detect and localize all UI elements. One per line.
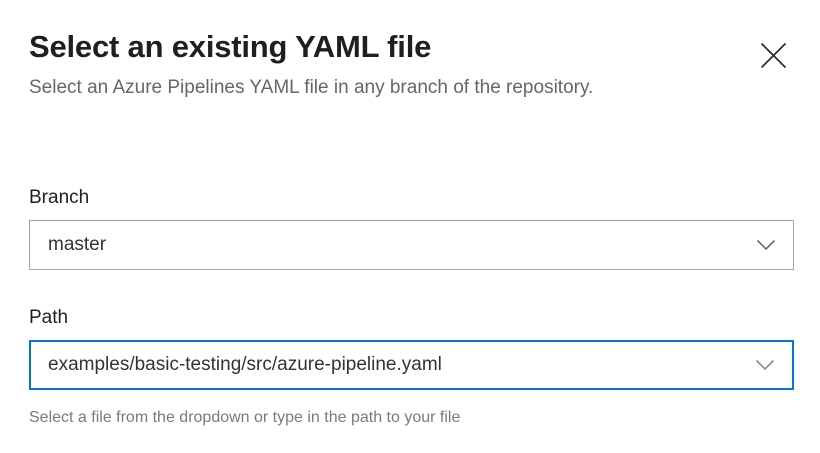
dialog-header: Select an existing YAML file Select an A… [29, 28, 769, 102]
close-button[interactable] [749, 31, 797, 79]
branch-dropdown[interactable] [29, 220, 794, 270]
page-title: Select an existing YAML file [29, 29, 432, 64]
branch-input[interactable] [30, 232, 793, 258]
dialog-subtitle: Select an Azure Pipelines YAML file in a… [29, 77, 594, 98]
chevron-down-icon[interactable] [752, 352, 778, 378]
chevron-down-icon[interactable] [753, 232, 779, 258]
path-helper-text: Select a file from the dropdown or type … [29, 409, 461, 426]
path-dropdown[interactable] [29, 340, 794, 390]
close-icon [760, 42, 787, 69]
path-field-label: Path [29, 307, 69, 328]
path-input[interactable] [31, 352, 792, 378]
yaml-file-form: Branch Path Select a file from the dropd… [29, 186, 794, 428]
branch-field-label: Branch [29, 187, 90, 208]
